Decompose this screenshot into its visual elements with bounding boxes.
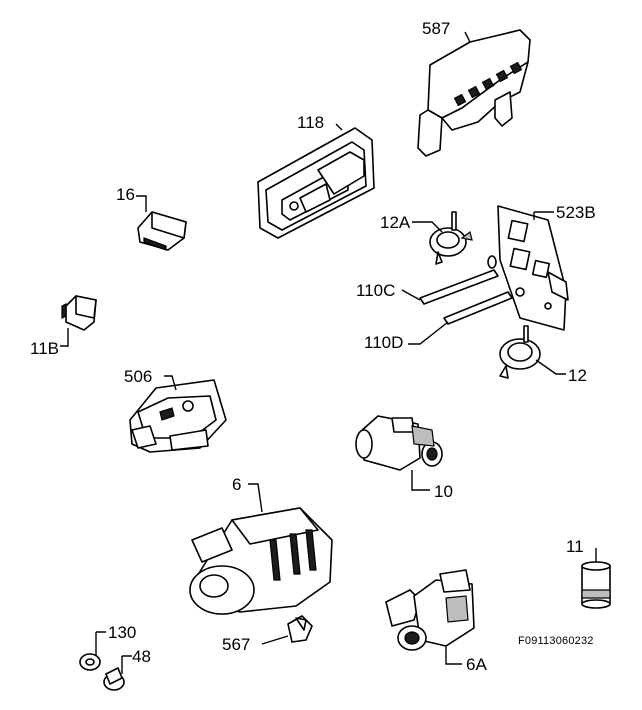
part-523B-bracket [497,205,569,331]
label-118: 118 [297,113,324,132]
part-16-relay [136,195,187,251]
part-110D-hose [408,291,513,345]
label-12: 12 [568,366,587,385]
label-587: 587 [422,19,450,38]
label-110C: 110C [356,281,395,300]
part-6-circulation-pump [189,483,333,615]
label-11B: 11B [30,339,59,358]
drawing-code: F09113060232 [518,635,594,647]
label-48: 48 [132,647,151,666]
label-6: 6 [232,475,241,494]
part-118-dispenser [257,123,375,239]
part-6A-drain-pump [385,569,475,665]
label-130: 130 [108,623,136,642]
label-506: 506 [124,367,152,386]
label-16: 16 [116,185,135,204]
part-110C-hose [401,255,499,305]
label-11: 11 [566,537,584,556]
part-11B-capacitor [60,295,97,347]
part-12A-pressure-switch [412,211,473,265]
label-6A: 6A [466,655,487,674]
label-567: 567 [222,635,250,654]
part-587-control-module [417,29,531,157]
part-48-screw [103,655,132,691]
label-12A: 12A [380,213,411,232]
label-523B: 523B [556,203,596,222]
part-506-assembly [129,375,227,453]
label-110D: 110D [364,333,403,352]
part-11-capacitor [581,548,611,609]
part-12-pressure-switch [499,325,566,379]
label-10: 10 [434,482,453,501]
part-130-grommet [79,631,106,671]
part-567-clip [261,615,313,645]
part-10-valve [355,415,443,491]
